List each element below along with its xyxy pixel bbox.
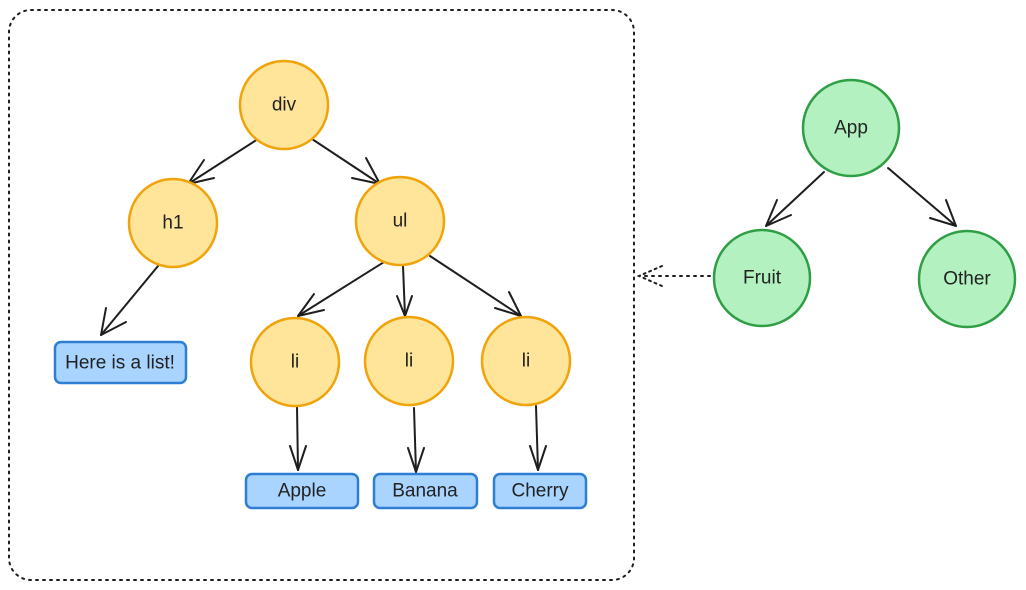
node-li-1[interactable]: li [249,316,341,408]
component-node-other-circle [917,229,1017,329]
node-h1-circle [127,177,219,269]
text-node-apple-label: Apple [278,481,327,502]
component-tree-edges [765,167,957,227]
component-node-app-label: App [834,118,868,139]
text-node-cherry-label: Cherry [511,481,569,502]
edge-li2-banana [413,407,417,473]
text-node-apple-box [244,472,360,510]
fruit-connector-arrowhead [636,265,663,287]
text-node-heading[interactable]: Here is a list! [53,340,188,385]
text-node-banana-label: Banana [392,481,458,502]
node-li-3-label: li [522,351,530,372]
dom-tree-edges [100,138,547,473]
node-div-label: div [272,95,297,116]
edge-app-fruit-arrowhead [765,199,792,227]
edge-div-h1 [187,138,259,185]
node-li-3[interactable]: li [480,315,572,407]
node-li-2-label: li [405,351,413,372]
edge-ul-li3-arrowhead [494,291,522,317]
component-node-fruit[interactable]: Fruit [712,228,812,328]
edge-li3-cherry [535,405,539,471]
text-node-banana-box [372,472,479,510]
component-node-app[interactable]: App [801,78,901,178]
text-node-heading-box [53,340,188,385]
edge-h1-heading-arrowhead [100,307,127,336]
component-node-other-label: Other [943,269,991,290]
text-node-cherry-box [492,472,588,510]
component-node-other[interactable]: Other [917,229,1017,329]
component-node-fruit-label: Fruit [743,268,782,289]
component-node-app-circle [801,78,901,178]
edge-li2-banana-arrowhead [407,447,425,473]
edge-li1-apple [296,405,299,471]
node-ul-circle [354,175,446,267]
node-li-2-circle [363,315,455,407]
edge-ul-li1 [297,261,385,317]
text-node-banana[interactable]: Banana [372,472,479,510]
text-node-cherry[interactable]: Cherry [492,472,588,510]
text-node-heading-label: Here is a list! [65,353,175,374]
node-div[interactable]: div [238,59,330,151]
component-node-fruit-circle [712,228,812,328]
edge-h1-heading [100,265,159,336]
edge-ul-li1-arrowhead [297,293,325,317]
node-div-circle [238,59,330,151]
edge-ul-li3 [429,255,522,317]
edge-div-ul [311,138,381,185]
node-h1-label: h1 [162,213,183,234]
node-li-1-label: li [291,352,299,373]
edge-app-other [887,167,957,227]
node-li-3-circle [480,315,572,407]
text-node-apple[interactable]: Apple [244,472,360,510]
edge-app-fruit [765,171,825,227]
edge-li1-apple-arrowhead [289,445,307,471]
edge-ul-li2 [402,265,406,317]
edge-app-other-arrowhead [929,199,957,227]
node-ul[interactable]: ul [354,175,446,267]
node-li-1-circle [249,316,341,408]
node-li-2[interactable]: li [363,315,455,407]
node-ul-label: ul [393,211,408,232]
edge-li3-cherry-arrowhead [529,445,547,471]
node-h1[interactable]: h1 [127,177,219,269]
